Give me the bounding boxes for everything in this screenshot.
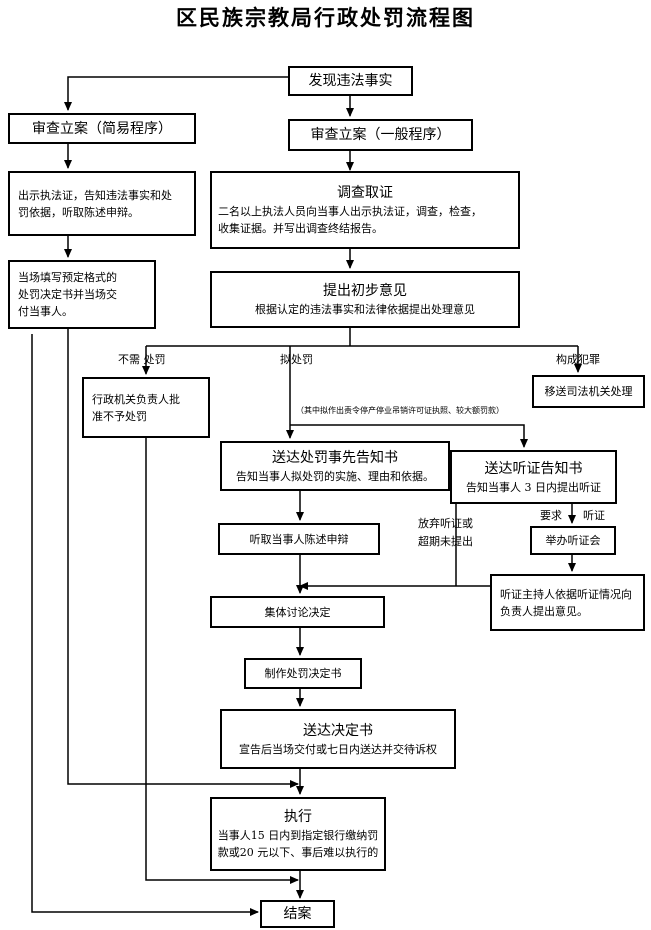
make-decision-text: 制作处罚决定书 [264, 667, 342, 680]
deliver-decision-box: 送达决定书 宣告后当场交付或七日内送达并交待诉权 [220, 709, 456, 769]
execute-line1: 当事人15 日内到指定银行缴纳罚 [217, 829, 379, 842]
onsite-decision-line1: 当场填写预定格式的 [18, 271, 117, 284]
hearing-label: 听证 [583, 509, 605, 522]
no-penalty-line1: 行政机关负责人批 [92, 392, 180, 406]
show-cert-line1: 出示执法证，告知违法事实和处 [18, 188, 172, 202]
discover-text: 发现违法事实 [308, 73, 393, 89]
investigate-line2: 收集证据。并写出调查终结报告。 [218, 222, 383, 235]
preliminary-title: 提出初步意见 [323, 283, 407, 299]
no-penalty-box: 行政机关负责人批 准不予处罚 [82, 377, 210, 438]
penalty-notice-title: 送达处罚事先告知书 [272, 449, 398, 466]
discover-box: 发现违法事实 [288, 66, 413, 96]
collective-box: 集体讨论决定 [210, 596, 385, 628]
hear-defense-box: 听取当事人陈述申辩 [218, 523, 380, 555]
investigate-line1: 二名以上执法人员向当事人出示执法证，调查，检查， [218, 205, 482, 218]
hearing-opinion-line2: 负责人提出意见。 [500, 604, 588, 618]
no-penalty-line2: 准不予处罚 [92, 409, 147, 423]
page-title: 区民族宗教局行政处罚流程图 [176, 5, 475, 30]
preliminary-line1: 根据认定的违法事实和法律依据提出处理意见 [255, 303, 475, 316]
judicial-box: 移送司法机关处理 [532, 375, 645, 408]
collective-text: 集体讨论决定 [264, 605, 331, 619]
judicial-text: 移送司法机关处理 [544, 385, 633, 398]
general-case-box: 审查立案（一般程序） [288, 119, 473, 151]
deliver-decision-line1: 宣告后当场交付或七日内送达并交待诉权 [239, 742, 437, 756]
general-case-text: 审查立案（一般程序） [310, 127, 451, 143]
make-decision-box: 制作处罚决定书 [244, 658, 362, 689]
simple-case-text: 审查立案（简易程序） [32, 120, 172, 137]
onsite-decision-box: 当场填写预定格式的 处罚决定书并当场交 付当事人。 [8, 260, 156, 329]
hearing-scope-note: （其中拟作出责令停产停业吊销许可证执照、较大额罚款） [296, 406, 504, 415]
crime-label: 构成犯罪 [556, 353, 600, 366]
hear-defense-text: 听取当事人陈述申辩 [249, 532, 349, 546]
close-box: 结案 [260, 900, 335, 928]
hold-hearing-box: 举办听证会 [530, 526, 616, 555]
investigate-box: 调查取证 二名以上执法人员向当事人出示执法证，调查，检查， 收集证据。并写出调查… [210, 171, 520, 249]
execute-box: 执行 当事人15 日内到指定银行缴纳罚 款或20 元以下、事后难以执行的 [210, 797, 386, 871]
hearing-notice-title: 送达听证告知书 [484, 460, 583, 477]
simple-case-box: 审查立案（简易程序） [8, 113, 196, 144]
deliver-decision-title: 送达决定书 [303, 722, 373, 739]
hold-hearing-text: 举办听证会 [545, 534, 601, 547]
show-cert-box: 出示执法证，告知违法事实和处 罚依据，听取陈述申辩。 [8, 171, 196, 236]
execute-title: 执行 [284, 809, 312, 825]
execute-line2: 款或20 元以下、事后难以执行的 [217, 846, 379, 859]
intend-penalty-label: 拟处罚 [280, 353, 313, 366]
request-label: 要求 [540, 509, 562, 522]
preliminary-box: 提出初步意见 根据认定的违法事实和法律依据提出处理意见 [210, 271, 520, 328]
show-cert-line2: 罚依据，听取陈述申辩。 [18, 205, 139, 219]
investigate-title: 调查取证 [337, 185, 393, 201]
hearing-notice-line1: 告知当事人 3 日内提出听证 [466, 480, 601, 494]
hearing-opinion-line1: 听证主持人依据听证情况向 [500, 587, 632, 601]
no-penalty-label: 不需 处罚 [118, 353, 166, 366]
penalty-notice-box: 送达处罚事先告知书 告知当事人拟处罚的实施、理由和依据。 [220, 441, 450, 491]
penalty-notice-line1: 告知当事人拟处罚的实施、理由和依据。 [236, 469, 434, 483]
waive-label-line2: 超期未提出 [418, 535, 473, 548]
hearing-opinion-box: 听证主持人依据听证情况向 负责人提出意见。 [490, 574, 645, 631]
onsite-decision-line3: 付当事人。 [18, 305, 73, 318]
onsite-decision-line2: 处罚决定书并当场交 [18, 288, 117, 301]
hearing-notice-box: 送达听证告知书 告知当事人 3 日内提出听证 [450, 450, 617, 504]
waive-label-line1: 放弃听证或 [418, 517, 473, 530]
close-text: 结案 [283, 906, 312, 922]
